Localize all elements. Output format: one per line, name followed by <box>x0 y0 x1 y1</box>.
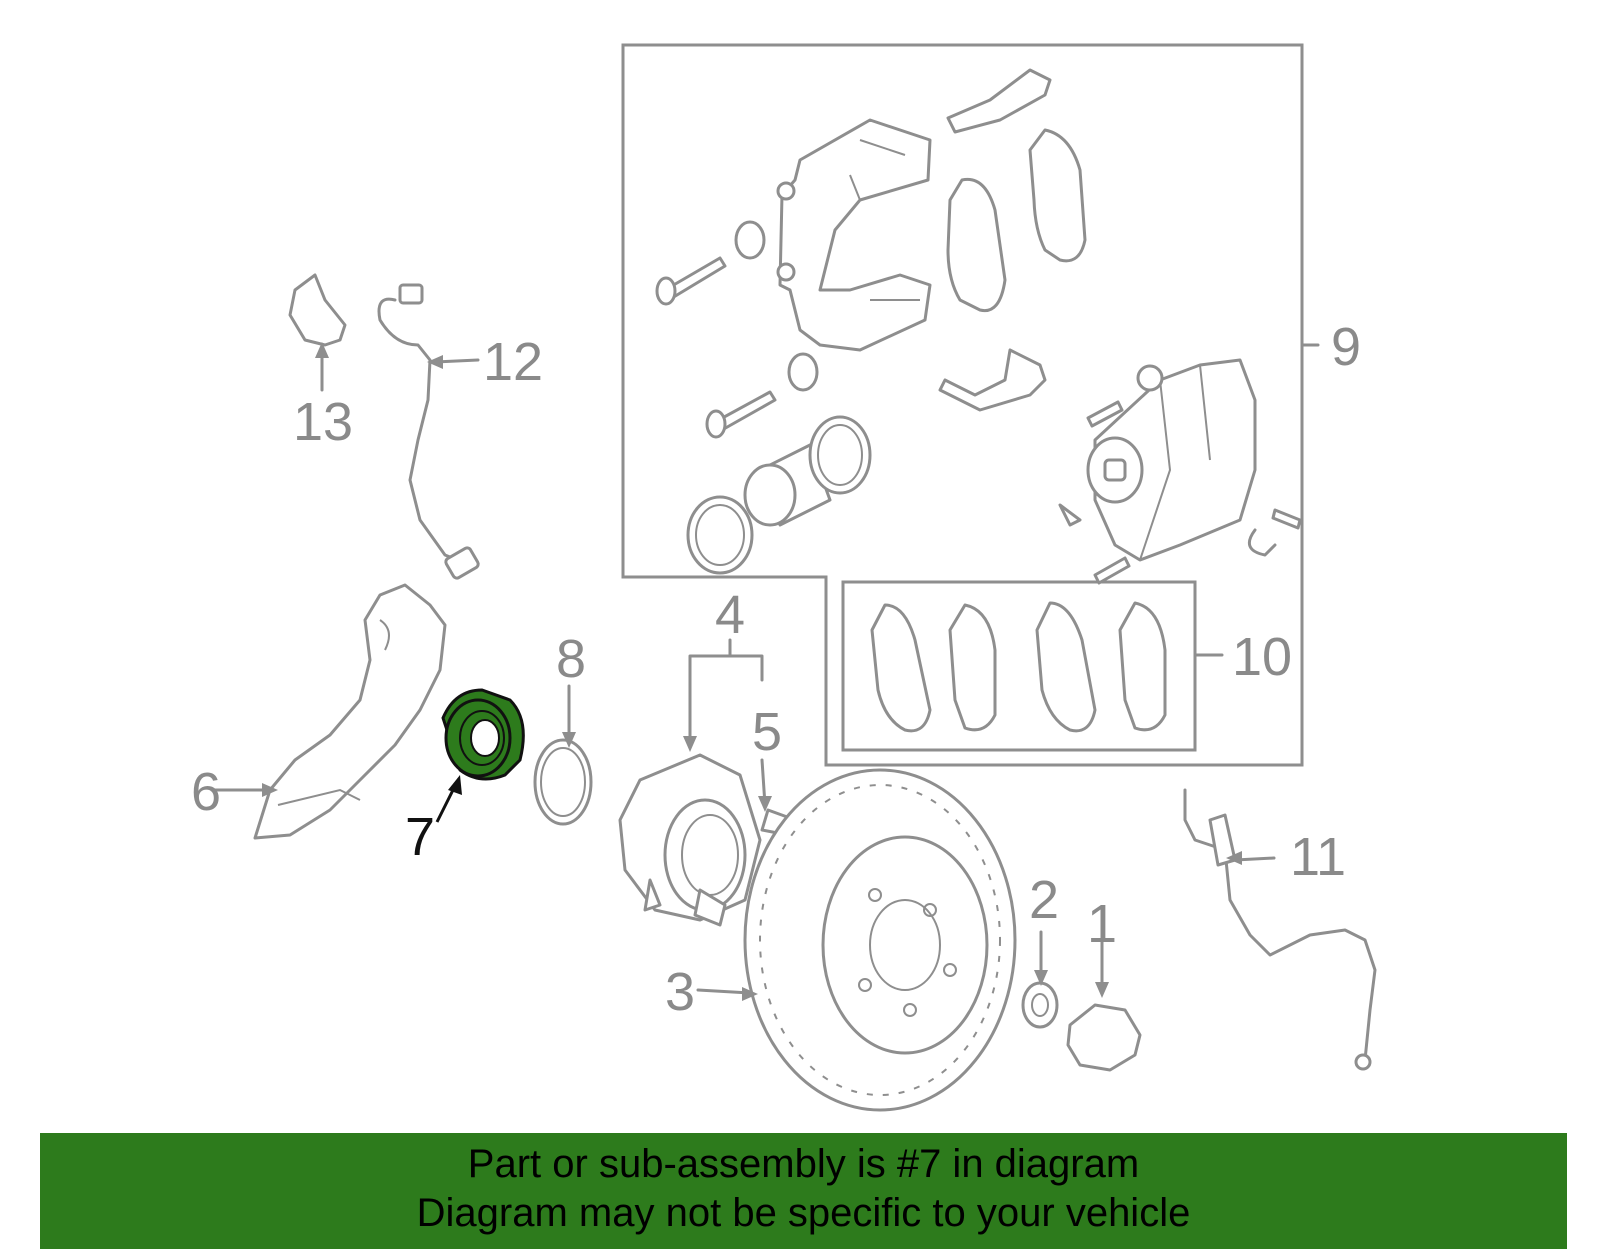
label-1: 1 <box>1087 894 1117 954</box>
brake-pad-a <box>946 177 1007 313</box>
label-10: 10 <box>1232 627 1292 687</box>
snap-ring <box>533 738 593 826</box>
dust-shield <box>253 583 447 840</box>
caliper-housing <box>1086 358 1257 562</box>
pad-clip-top <box>946 68 1052 134</box>
label-4: 4 <box>715 585 745 645</box>
brake-pad-b <box>1028 128 1087 263</box>
label-13: 13 <box>293 392 353 452</box>
brake-pad-10b <box>948 603 997 732</box>
bracket-clip-small-2 <box>1247 528 1277 557</box>
label-5: 5 <box>752 702 782 762</box>
wheel-bearing-highlighted <box>441 688 525 781</box>
label-3: 3 <box>665 962 695 1022</box>
caliper-bolt-bottom <box>1093 556 1131 585</box>
banner-line-2: Diagram may not be specific to your vehi… <box>416 1191 1191 1235</box>
abs-sensor-12-connector <box>398 283 424 305</box>
wheel-hub <box>618 753 792 927</box>
abs-sensor-wire-11 <box>1183 788 1377 1062</box>
bracket-clip-small <box>1058 503 1082 527</box>
brake-pad-10a <box>870 603 932 733</box>
label-12: 12 <box>483 332 543 392</box>
piston-seal-outer <box>686 495 754 575</box>
hub-nut <box>1066 1003 1142 1072</box>
bleeder-screw <box>1271 508 1302 530</box>
info-banner: Part or sub-assembly is #7 in diagram Di… <box>40 1133 1567 1249</box>
brake-pad-10c <box>1035 601 1097 733</box>
sensor-bracket-13 <box>288 273 347 347</box>
label-7: 7 <box>405 807 435 867</box>
washer <box>1021 981 1059 1029</box>
label-9: 9 <box>1331 317 1361 377</box>
brake-rotor <box>743 768 1017 1112</box>
caliper-bracket <box>776 118 932 352</box>
guide-pin-bottom <box>705 352 819 439</box>
abs-sensor-wire-12 <box>377 297 472 567</box>
pad-clip-bottom <box>938 348 1047 412</box>
abs-sensor-12-head <box>444 546 480 580</box>
label-6: 6 <box>191 762 221 822</box>
label-2: 2 <box>1029 870 1059 930</box>
label-8: 8 <box>556 629 586 689</box>
brake-pad-10d <box>1118 601 1167 732</box>
leader-7 <box>435 775 462 823</box>
guide-pin-top <box>655 220 766 306</box>
banner-line-1: Part or sub-assembly is #7 in diagram <box>467 1142 1140 1186</box>
caliper-bolt-top <box>1086 400 1124 428</box>
arrow-heads <box>262 342 1242 1001</box>
piston-seal-inner <box>808 415 872 495</box>
label-11: 11 <box>1290 827 1346 887</box>
